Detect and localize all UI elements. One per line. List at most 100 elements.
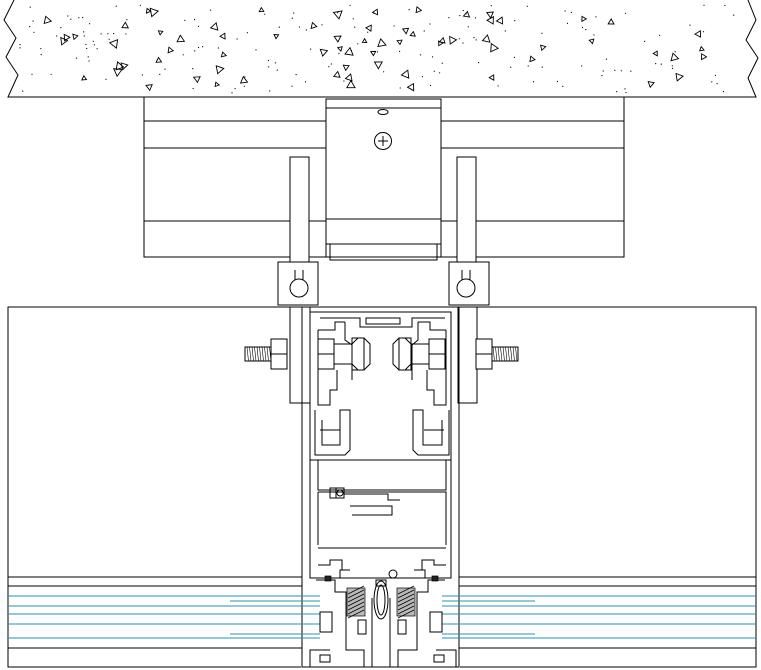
aggregate-dot: [624, 12, 627, 14]
aggregate-stone: [108, 38, 119, 49]
aggregate-dot: [60, 27, 62, 29]
aggregate-dot: [459, 14, 461, 17]
aggregate-dot: [462, 9, 464, 12]
aggregate-dot: [202, 46, 204, 48]
aggregate-dot: [274, 62, 276, 64]
hatch-line: [347, 605, 365, 615]
aggregate-dot: [383, 71, 385, 73]
aggregate-dot: [78, 17, 80, 19]
aggregate-dot: [497, 85, 499, 87]
aggregate-dot: [354, 26, 356, 28]
aggregate-stone: [369, 50, 377, 57]
aggregate-dot: [373, 12, 375, 14]
aggregate-dot: [556, 80, 559, 83]
aggregate-dot: [244, 76, 246, 78]
aggregate-dot: [433, 70, 435, 72]
aggregate-stone: [675, 72, 684, 82]
panel-frame: [7, 306, 757, 668]
aggregate-stone: [176, 34, 186, 43]
aggregate-dot: [210, 9, 212, 11]
aggregate-dot: [67, 15, 69, 17]
aggregate-dot: [671, 65, 673, 67]
aggregate-dot: [32, 20, 34, 22]
thread-line: [492, 346, 495, 362]
aggregate-dot: [625, 91, 627, 94]
aggregate-dot: [87, 56, 89, 58]
aggregate-dot: [92, 40, 94, 42]
aggregate-stone: [581, 15, 588, 23]
aggregate-dot: [352, 18, 354, 20]
aggregate-stone: [149, 7, 159, 18]
aggregate-stone: [373, 61, 383, 70]
aggregate-stone: [401, 27, 410, 35]
concrete-aggregate: [19, 4, 735, 94]
aggregate-stone: [415, 5, 423, 14]
aggregate-dot: [22, 90, 24, 92]
pressure-plate: [309, 579, 457, 667]
aggregate-stone: [209, 21, 219, 31]
aggregate-stone: [336, 46, 343, 52]
aggregate-dot: [367, 31, 369, 33]
aggregate-dot: [722, 91, 725, 93]
aggregate-stone: [409, 30, 416, 37]
thread-line: [495, 346, 498, 362]
aggregate-dot: [56, 35, 58, 37]
thread-line: [500, 346, 503, 362]
aggregate-stone: [371, 8, 379, 16]
aggregate-dot: [733, 14, 735, 16]
aggregate-stone: [112, 68, 123, 78]
hatch-line: [397, 609, 415, 619]
aggregate-stone: [192, 76, 201, 84]
aggregate-stone: [155, 56, 163, 63]
hatch-line: [347, 593, 365, 603]
thread-line: [249, 346, 252, 362]
thread-line: [497, 346, 500, 362]
aggregate-dot: [630, 70, 632, 72]
aggregate-dot: [40, 54, 42, 56]
aggregate-dot: [421, 76, 423, 78]
aggregate-dot: [527, 65, 529, 67]
aggregate-dot: [194, 50, 196, 52]
aggregate-dot: [595, 16, 597, 18]
aggregate-stone: [332, 10, 343, 20]
aggregate-dot: [184, 19, 186, 21]
aggregate-stone: [462, 10, 471, 18]
thread-line: [254, 346, 257, 362]
aggregate-dot: [504, 30, 506, 32]
aggregate-stone: [157, 30, 164, 36]
mullion-profile: [301, 306, 460, 668]
aggregate-stone: [361, 37, 368, 43]
aggregate-dot: [570, 11, 573, 13]
aggregate-dot: [268, 66, 270, 68]
aggregate-stone: [215, 65, 225, 75]
bolt-thread-left: [246, 346, 272, 362]
aggregate-dot: [293, 12, 295, 14]
aggregate-stone: [332, 70, 341, 78]
aggregate-dot: [305, 29, 307, 31]
aggregate-stone: [346, 79, 356, 89]
aggregate-dot: [276, 69, 278, 71]
aggregate-stone: [588, 38, 595, 45]
aggregate-stone: [239, 75, 249, 84]
aggregate-dot: [429, 23, 431, 25]
aggregate-stone: [529, 55, 536, 63]
aggregate-dot: [467, 26, 469, 28]
gaskets: [324, 569, 439, 620]
aggregate-dot: [164, 68, 166, 70]
hatch-line: [347, 609, 365, 619]
aggregate-dot: [108, 38, 110, 40]
through-bolt-assembly: [244, 337, 519, 371]
aggregate-dot: [194, 19, 196, 21]
gasket-hatch-left: [347, 585, 365, 619]
aggregate-dot: [231, 92, 233, 94]
aggregate-dot: [660, 63, 662, 65]
aggregate-stone: [539, 44, 547, 52]
aggregate-stone: [333, 35, 342, 43]
aggregate-dot: [139, 4, 141, 6]
aggregate-dot: [113, 33, 115, 35]
aggregate-dot: [255, 49, 257, 51]
aggregate-dot: [448, 17, 450, 19]
aggregate-dot: [420, 54, 422, 56]
aggregate-stone: [670, 52, 680, 62]
thread-line: [515, 346, 518, 362]
